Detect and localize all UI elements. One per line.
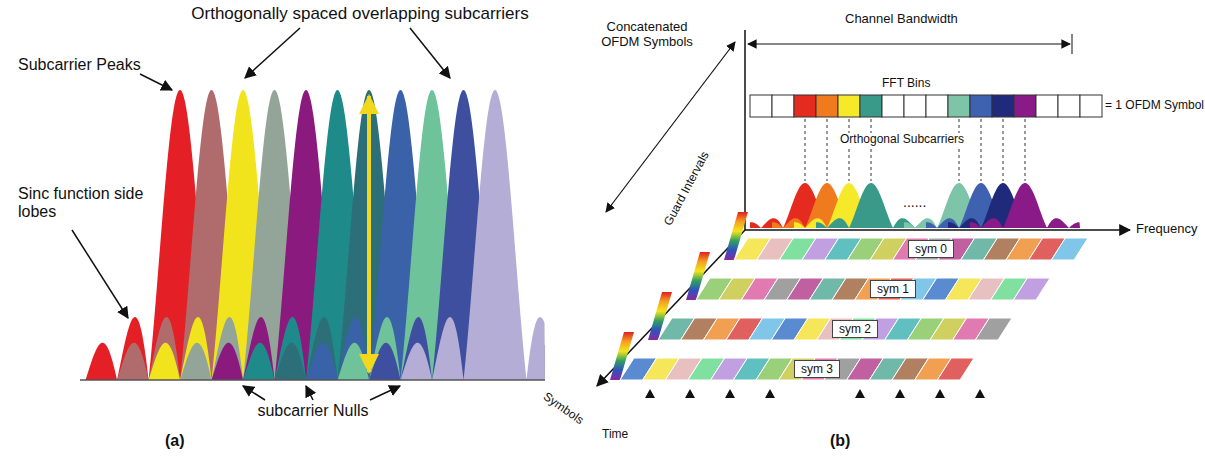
bandwidth-arrow: [748, 43, 1070, 44]
concatenation-arrow: [606, 42, 735, 212]
heading-label: Orthogonally spaced overlapping subcarri…: [150, 4, 570, 24]
fft-bin: [750, 95, 772, 117]
ellipsis: ......: [903, 194, 926, 210]
symbol-cell: [975, 318, 1012, 340]
symbol-cell: [1051, 238, 1088, 260]
symbol-strip: [610, 332, 974, 380]
symbol-label-box: sym 3: [794, 360, 840, 378]
callout-label: Orthogonal Subcarriers: [838, 133, 966, 147]
panel-label: (a): [165, 432, 185, 450]
callout-label: Sinc function side lobes: [18, 185, 148, 222]
marker-triangle: [725, 389, 735, 398]
axis-label: Time: [602, 428, 628, 442]
fft-bins: [750, 95, 1102, 117]
marker-triangle: [645, 389, 655, 398]
panel-label: (b): [830, 432, 850, 450]
fft-bin: [1014, 95, 1036, 117]
fft-bin: [904, 95, 926, 117]
ofdm-symbol-strips: [610, 212, 1088, 380]
symbol-strip: [686, 252, 1050, 300]
fft-bin: [838, 95, 860, 117]
orthogonal-subcarriers: [750, 183, 1080, 228]
callout-label: = 1 OFDM Symbol: [1105, 99, 1204, 113]
symbol-cell: [1013, 278, 1050, 300]
symbol-label: sym 0: [915, 242, 947, 256]
callout-label: Guard Intervals: [662, 149, 713, 228]
fft-bin: [794, 95, 816, 117]
axis-label: Frequency: [1136, 222, 1197, 237]
marker-triangle: [685, 389, 695, 398]
symbol-cell: [937, 358, 974, 380]
callout-label: subcarrier Nulls: [228, 402, 398, 420]
amplitude-axis: [744, 30, 746, 230]
sinc-subcarriers: [86, 90, 546, 380]
fft-bin: [816, 95, 838, 117]
pointer-arrows: [72, 28, 450, 400]
fft-bin: [1058, 95, 1080, 117]
bin-leader: [1025, 119, 1026, 181]
bin-leader: [959, 119, 960, 181]
symbol-label-box: sym 0: [908, 240, 954, 258]
callout-label: Subcarrier Peaks: [18, 56, 141, 74]
symbol-strip: [724, 212, 1088, 260]
bin-leader: [1003, 119, 1004, 181]
bandwidth-tick: [1072, 34, 1073, 54]
bin-leader: [981, 119, 982, 181]
marker-triangle: [895, 389, 905, 398]
marker-triangle: [855, 389, 865, 398]
subcarrier-lobe: [816, 183, 926, 228]
baseline: [80, 379, 545, 381]
marker-triangle: [765, 389, 775, 398]
symbol-label: sym 3: [801, 362, 833, 376]
subcarrier-lobe: [401, 90, 546, 380]
dimension-label: Concatenated OFDM Symbols: [588, 20, 706, 50]
marker-triangle: [975, 389, 985, 398]
fft-bin: [926, 95, 948, 117]
fft-bin: [1036, 95, 1058, 117]
symbol-strip: [648, 292, 1012, 340]
bin-leader: [805, 119, 806, 181]
bin-leader: [849, 119, 850, 181]
bin-leader: [871, 119, 872, 181]
subcarrier-lobe: [369, 90, 545, 380]
fft-bin: [970, 95, 992, 117]
symbol-label: sym 2: [839, 322, 871, 336]
amplitude-arrow: [367, 96, 371, 372]
fft-bin: [1080, 95, 1102, 117]
fft-bin: [860, 95, 882, 117]
fft-bin: [882, 95, 904, 117]
fft-bin: [948, 95, 970, 117]
bin-leader: [827, 119, 828, 181]
dimension-label: Channel Bandwidth: [845, 12, 958, 27]
symbol-label-box: sym 2: [832, 320, 878, 338]
symbol-label: sym 1: [877, 282, 909, 296]
marker-triangle: [935, 389, 945, 398]
frequency-axis: [745, 229, 1130, 231]
subcarrier-lobe: [970, 183, 1080, 228]
symbol-label-box: sym 1: [870, 280, 916, 298]
symbol-markers: [645, 389, 985, 398]
fft-bin: [772, 95, 794, 117]
callout-label: FFT Bins: [882, 77, 930, 91]
fft-bin: [992, 95, 1014, 117]
bin-leaders: [805, 119, 1025, 181]
axis-label: Symbols: [540, 390, 586, 428]
